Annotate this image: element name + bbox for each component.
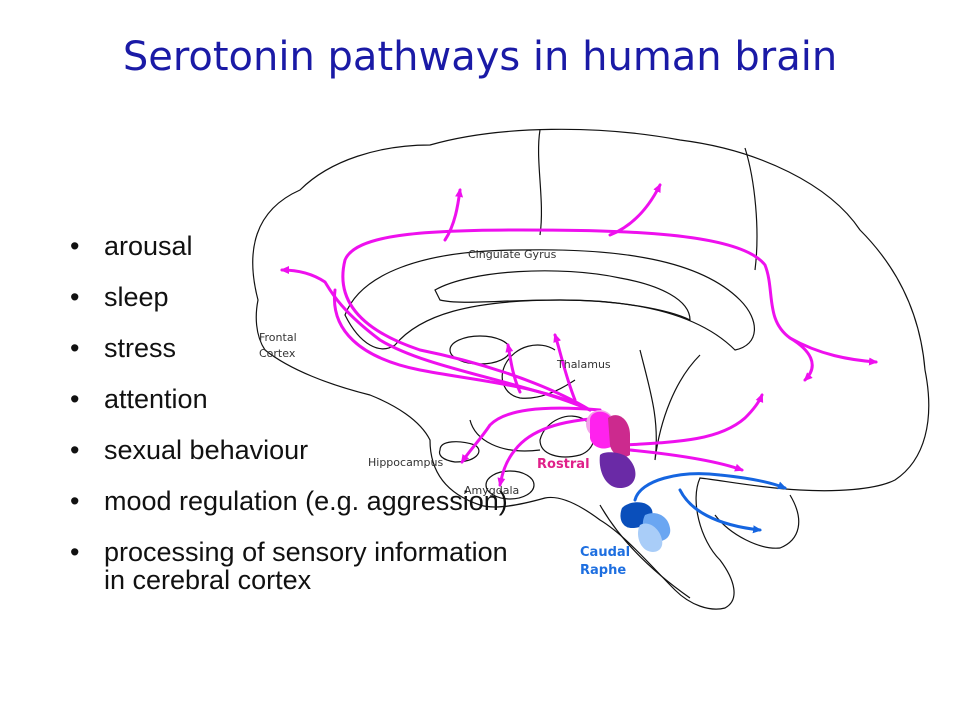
bullet-icon: • (70, 333, 80, 363)
function-list: • arousal • sleep • stress • attention • sexu… (62, 232, 532, 617)
list-item: • stress (62, 334, 532, 362)
label-hippocampus: Hippocampus (368, 456, 443, 469)
list-item-text: processing of sensory information in cer… (104, 537, 508, 595)
brain-outline (252, 128, 930, 610)
label-caudal-2: Raphe (580, 563, 626, 578)
list-item: • attention (62, 385, 532, 413)
list-item: • sleep (62, 283, 532, 311)
list-item-text: attention (104, 384, 208, 414)
bullet-icon: • (70, 435, 80, 465)
label-caudal-1: Caudal (580, 545, 630, 560)
bullet-icon: • (70, 282, 80, 312)
list-item-text: sleep (104, 282, 169, 312)
label-thalamus: Thalamus (556, 358, 611, 371)
list-item-text: arousal (104, 231, 193, 261)
raphe-nuclei (586, 410, 671, 552)
label-frontal-cortex-2: Cortex (259, 347, 296, 360)
label-amygdala: Amygdala (464, 484, 519, 497)
list-item-text: stress (104, 333, 177, 363)
list-item: • processing of sensory information in ce… (62, 538, 532, 594)
page-title: Serotonin pathways in human brain (122, 34, 838, 80)
label-frontal-cortex-1: Frontal (259, 331, 297, 344)
list-item: • mood regulation (e.g. aggression) (62, 487, 532, 515)
list-item: • arousal (62, 232, 532, 260)
label-rostral: Rostral (537, 457, 590, 472)
bullet-icon: • (70, 384, 80, 414)
bullet-icon: • (70, 537, 80, 567)
label-cingulate-gyrus: Cingulate Gyrus (468, 248, 557, 261)
bullet-icon: • (70, 486, 80, 516)
bullet-icon: • (70, 231, 80, 261)
list-item-text: mood regulation (e.g. aggression) (104, 486, 508, 516)
caudal-pathways (633, 472, 787, 534)
rostral-pathways (280, 183, 878, 487)
list-item-text: sexual behaviour (104, 435, 309, 465)
list-item: • sexual behaviour (62, 436, 532, 464)
